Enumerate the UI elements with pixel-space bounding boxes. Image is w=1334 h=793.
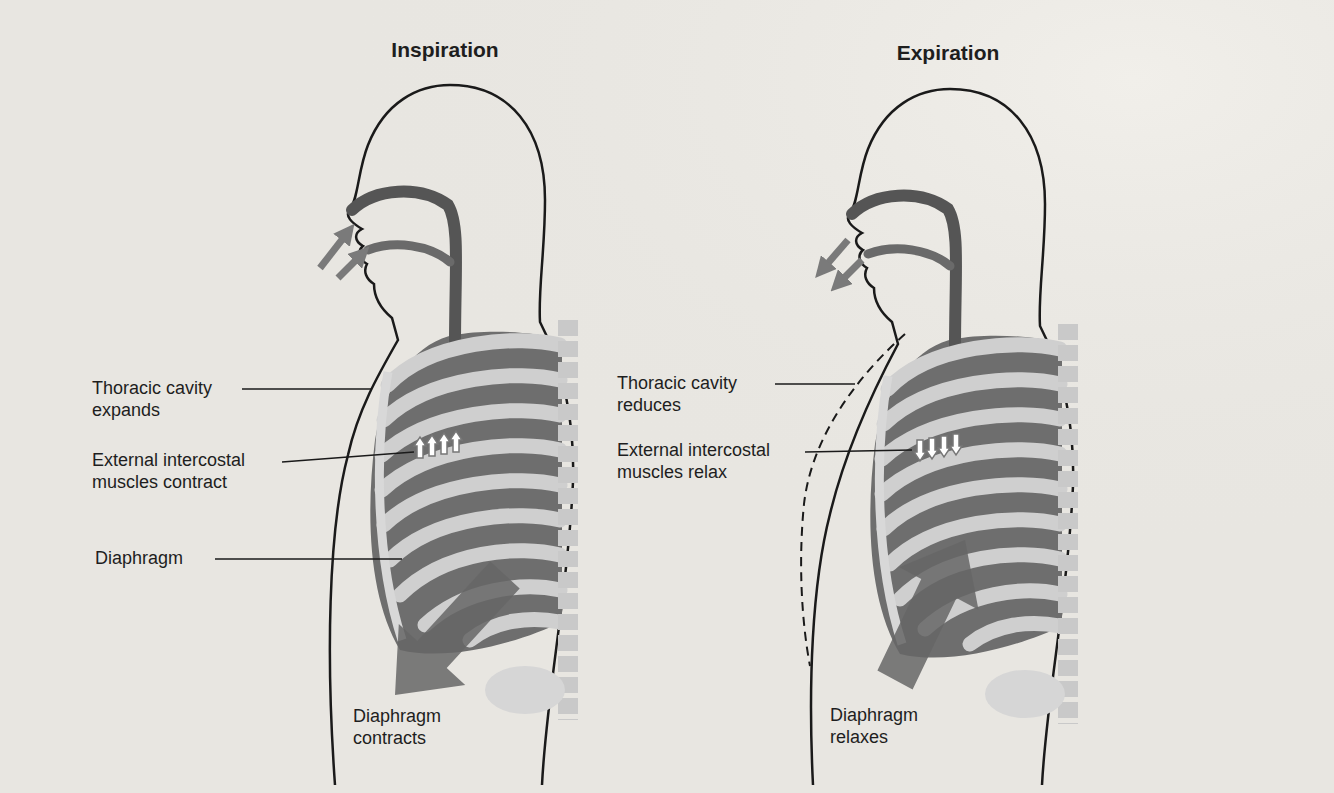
leader-lines: [775, 384, 912, 452]
air-arrow: [822, 240, 848, 270]
leader-line: [282, 452, 414, 462]
intercostal-arrow: [914, 440, 926, 461]
intercostal-arrows: [914, 434, 962, 461]
part-label: External intercostal muscles contract: [92, 450, 280, 493]
body-outline: [330, 85, 573, 785]
intercostal-arrow: [938, 436, 950, 457]
part-label: Thoracic cavity expands: [92, 378, 242, 421]
intercostal-arrow: [426, 435, 438, 456]
part-label: Diaphragm: [95, 548, 183, 570]
leader-lines: [215, 389, 414, 559]
leader-line: [242, 388, 372, 390]
leader-line: [805, 450, 912, 452]
chest-anatomy: [852, 196, 1068, 724]
part-label: External intercostal muscles relax: [617, 440, 801, 483]
diaphragm-arrow: [395, 562, 520, 696]
intercostal-arrow: [450, 431, 462, 452]
air-arrow: [338, 254, 362, 278]
body-outline: [811, 89, 1073, 785]
intercostal-arrow: [414, 437, 426, 458]
intercostal-arrow: [950, 434, 962, 455]
air-arrow: [838, 260, 862, 284]
panel-heading: Inspiration: [391, 37, 498, 62]
panel-heading: Expiration: [897, 40, 1000, 65]
part-label: Thoracic cavity reduces: [617, 373, 767, 416]
air-arrow: [320, 232, 348, 268]
expiration-figure: [801, 89, 1073, 785]
intercostal-arrow: [438, 433, 450, 454]
intercostal-arrows: [414, 431, 462, 458]
part-label: Diaphragm relaxes: [830, 705, 940, 748]
intercostal-arrow: [926, 438, 938, 459]
part-label: Diaphragm contracts: [353, 706, 475, 749]
leader-line: [215, 558, 402, 560]
leader-line: [775, 383, 855, 385]
diaphragm-arrow: [877, 540, 978, 690]
chest-anatomy: [352, 192, 568, 720]
